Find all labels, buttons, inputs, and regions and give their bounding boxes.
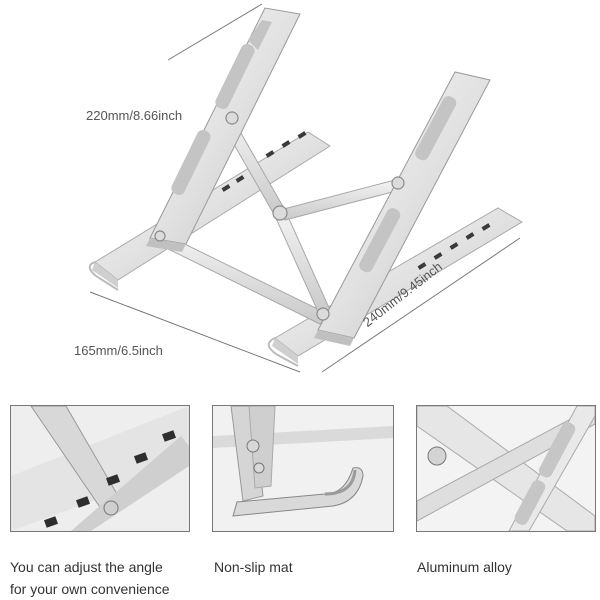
caption-non-slip-mat: Non-slip mat [214,559,293,575]
aluminum-alloy-illustration [417,406,595,531]
detail-photo-aluminum-alloy [416,405,596,532]
dimension-height-label: 220mm/8.66inch [86,108,183,123]
laptop-stand-illustration [88,3,523,373]
caption-angle-line2: for your own convenience [10,581,170,597]
caption-angle-adjust: You can adjust the angle for your own co… [10,556,200,600]
detail-photo-non-slip-mat [212,405,394,532]
angle-adjust-illustration [11,406,189,531]
hinge-pins [154,111,405,321]
detail-photo-angle-adjust [10,405,190,532]
dimension-lines [89,3,521,373]
support-panel-front [314,71,491,346]
caption-angle-line1: You can adjust the angle [10,559,163,575]
support-panel-back [146,7,301,252]
dimension-width-label: 165mm/6.5inch [74,343,163,358]
non-slip-mat-illustration [213,406,393,531]
caption-aluminum-alloy: Aluminum alloy [417,559,512,575]
